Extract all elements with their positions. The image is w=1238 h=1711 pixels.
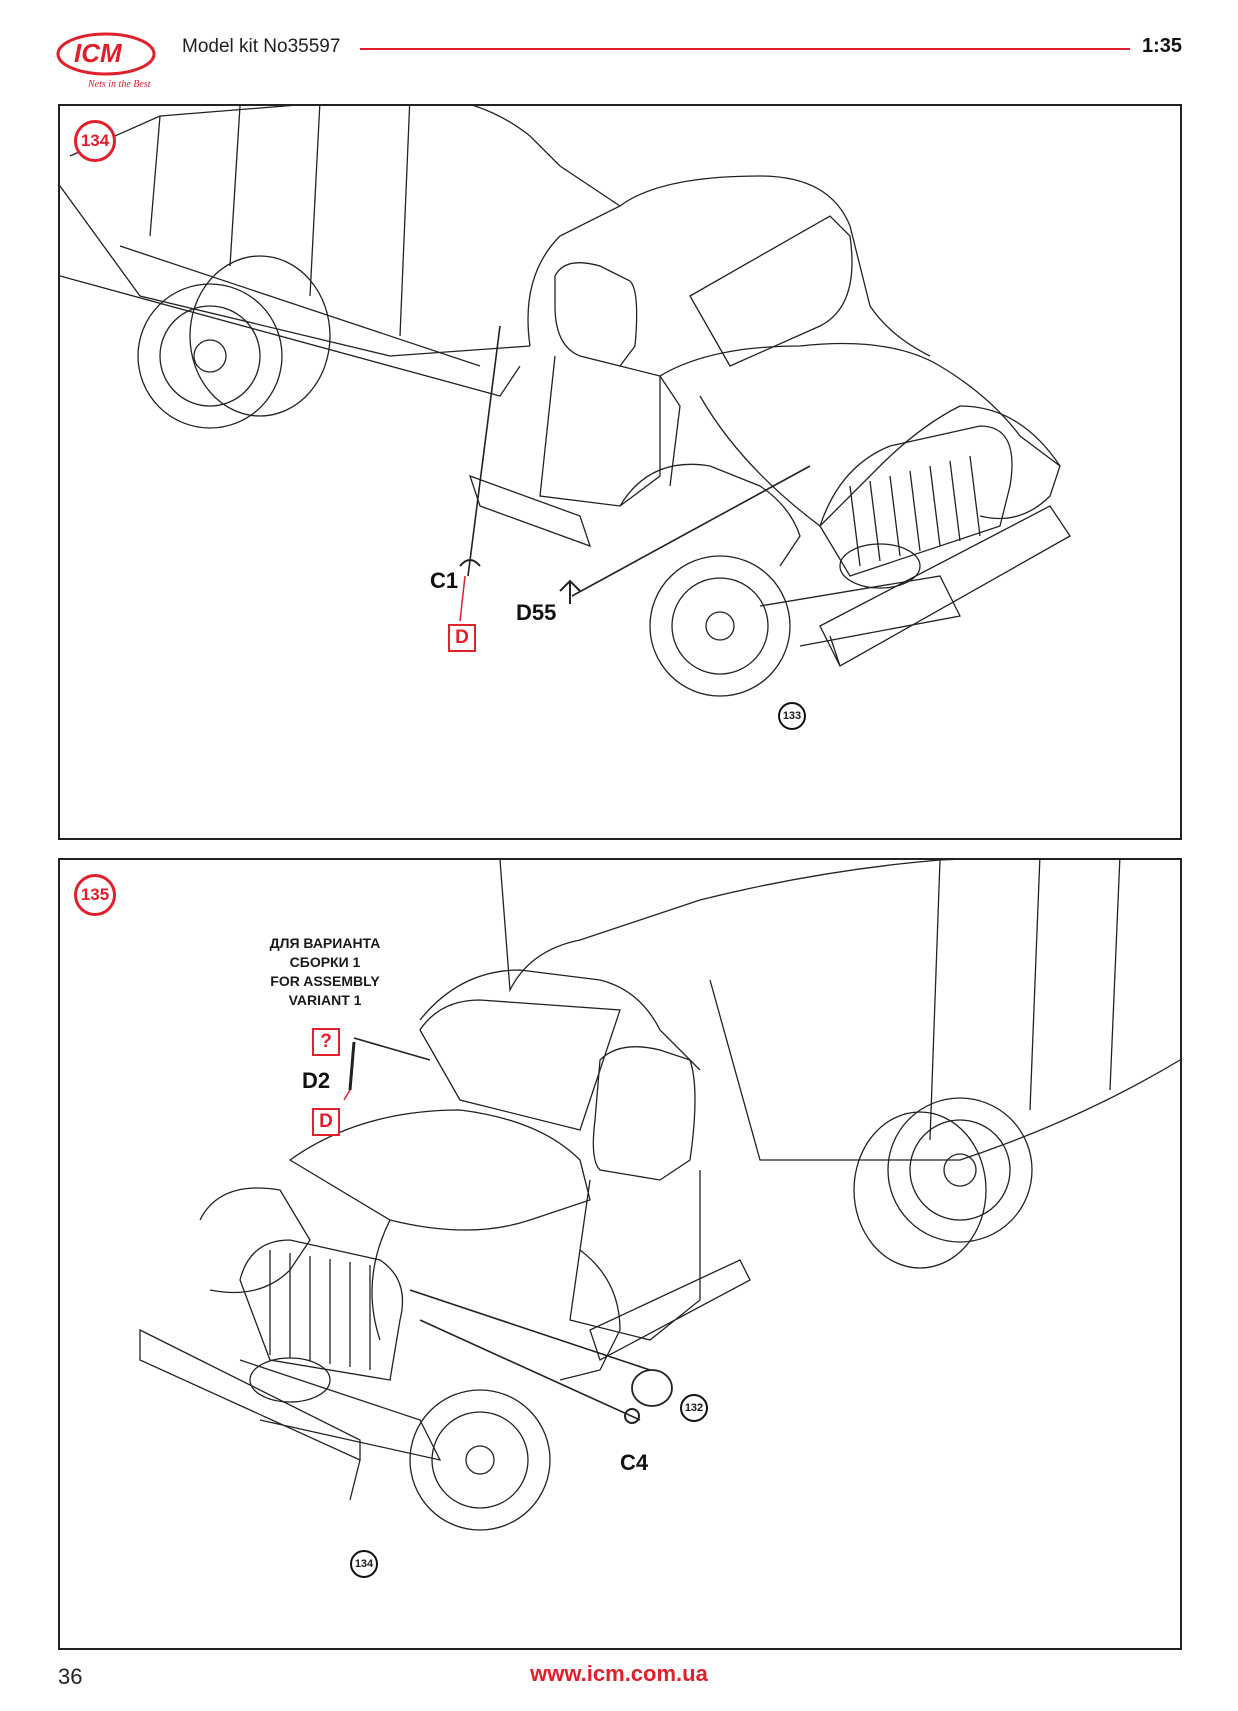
step-number-badge: 135 <box>74 874 116 916</box>
kit-title: Model kit No35597 <box>182 36 341 57</box>
variant-note-line: VARIANT 1 <box>288 992 362 1008</box>
page-number: 36 <box>58 1664 83 1689</box>
website-link[interactable]: www.icm.com.ua <box>530 1661 708 1686</box>
reference-step-circle: 132 <box>680 1394 708 1422</box>
variant-note-line: FOR ASSEMBLY <box>270 973 380 989</box>
reference-step-circle: 134 <box>350 1550 378 1578</box>
assembly-step-135-panel: 135 ДЛЯ ВАРИАНТА СБОРКИ 1 FOR ASSEMBLY V… <box>58 858 1182 1650</box>
variant-note-line: СБОРКИ 1 <box>289 954 361 970</box>
scale-label: 1:35 <box>1141 35 1182 57</box>
part-label-c4: C4 <box>620 1450 649 1475</box>
paint-code-box: D <box>448 624 476 652</box>
reference-step-circle: 133 <box>778 702 806 730</box>
part-label-c1: C1 <box>430 568 459 593</box>
header-divider <box>360 48 1130 50</box>
page-header: ICM Nets in the Best Model kit No35597 1… <box>0 0 1238 100</box>
paint-code-box: D <box>312 1108 340 1136</box>
step-number-badge: 134 <box>74 120 116 162</box>
truck-illustration-front-left <box>139 860 1180 1531</box>
assembly-step-134-panel: 134 C1 D55 D 133 <box>58 104 1182 840</box>
truck-illustration-front-right <box>60 106 1071 697</box>
icm-logo-icon: ICM Nets in the Best <box>56 32 156 90</box>
part-label-d55: D55 <box>516 600 557 625</box>
variant-note-line: ДЛЯ ВАРИАНТА <box>269 935 381 951</box>
unknown-paint-box: ? <box>312 1028 340 1056</box>
svg-text:Nets in the Best: Nets in the Best <box>87 79 151 90</box>
assembly-variant-note: ДЛЯ ВАРИАНТА СБОРКИ 1 FOR ASSEMBLY VARIA… <box>250 934 400 1010</box>
part-label-d2: D2 <box>302 1068 331 1093</box>
svg-text:ICM: ICM <box>74 38 123 68</box>
